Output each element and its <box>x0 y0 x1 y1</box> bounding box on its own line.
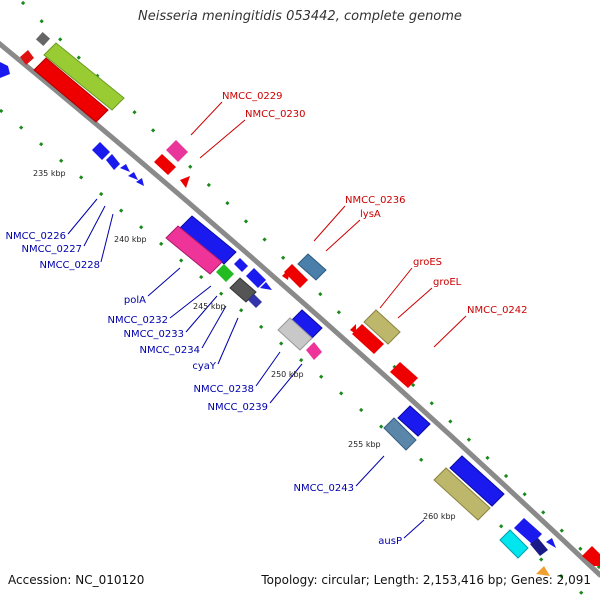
map-title: Neisseria meningitidis 053442, complete … <box>138 9 462 24</box>
leader-groES <box>379 267 413 309</box>
forward-gene-labels: NMCC_0229 NMCC_0230 NMCC_0236 lysA groES… <box>222 91 528 316</box>
leader-0228 <box>100 213 114 263</box>
reverse-strand-genes <box>0 62 556 576</box>
gene-silver-0238 <box>277 317 313 351</box>
gene-red-arrow-small <box>180 176 190 188</box>
gene-grey-top <box>35 31 51 47</box>
leader-groEL <box>397 287 433 319</box>
gene-blue-bottom-b <box>546 538 556 548</box>
gene-khaki-ausP <box>433 467 491 521</box>
leader-0234 <box>201 305 227 349</box>
gene-blue-0228a <box>120 164 130 172</box>
gene-label-forward: NMCC_0242 <box>467 305 528 316</box>
leader-0238 <box>255 351 281 387</box>
gene-label-reverse: NMCC_0233 <box>123 329 184 340</box>
gene-red-long <box>33 57 109 123</box>
leader-0233 <box>185 295 218 333</box>
reverse-leader-lines <box>67 198 425 539</box>
leader-0226 <box>67 198 98 235</box>
gene-green-long <box>43 42 125 111</box>
genome-backbone <box>0 40 600 578</box>
tick-label: 235 kbp <box>33 169 66 178</box>
gene-label-reverse: NMCC_0232 <box>107 315 168 326</box>
gene-red-bottom <box>582 546 600 566</box>
leader-ausP <box>403 519 425 539</box>
gene-blue-0226 <box>92 142 110 160</box>
leader-0239 <box>269 363 303 404</box>
leader-0232 <box>169 285 212 319</box>
gene-pink-0229 <box>166 140 188 162</box>
gene-label-forward: NMCC_0229 <box>222 91 283 102</box>
gene-label-reverse: NMCC_0228 <box>39 260 100 271</box>
leader-0227 <box>83 205 106 247</box>
reverse-gene-labels: NMCC_0226 NMCC_0227 NMCC_0228 polA NMCC_… <box>5 231 402 547</box>
gene-blue-0228c <box>136 178 144 186</box>
gene-red-arrow-236b <box>282 268 290 280</box>
gene-blue-ausP <box>449 455 505 507</box>
gene-blue-bottom-a <box>514 518 542 544</box>
gene-red-0242 <box>390 362 418 388</box>
tick-label: 245 kbp <box>193 302 226 311</box>
gene-blue-cyaY <box>260 282 272 290</box>
gene-red-0236 <box>284 264 308 288</box>
gene-green-0232 <box>216 264 234 282</box>
gene-label-reverse: NMCC_0239 <box>207 402 268 413</box>
gene-cyan-bottom <box>499 529 529 559</box>
gene-label-forward: groES <box>413 257 442 268</box>
gene-steel-0243 <box>383 417 417 451</box>
gene-navy-cyaY <box>248 294 262 308</box>
gene-magenta-polA <box>165 225 223 275</box>
gene-label-reverse: polA <box>124 295 146 306</box>
tick-labels: 235 kbp 240 kbp 245 kbp 250 kbp 255 kbp … <box>33 169 456 521</box>
gene-label-forward: lysA <box>360 209 381 220</box>
gene-label-reverse: NMCC_0238 <box>193 384 254 395</box>
gene-red-small-top <box>20 50 34 65</box>
tick-label: 250 kbp <box>271 370 304 379</box>
gene-darkgrey-0234 <box>229 277 257 303</box>
leader-0229 <box>190 101 223 136</box>
gene-blue-left-edge <box>0 62 10 78</box>
gene-label-reverse: NMCC_0243 <box>293 483 354 494</box>
guide-ring-inner <box>0 108 591 600</box>
gene-khaki-groEL <box>363 309 401 345</box>
gene-blue-0228b <box>128 172 138 180</box>
accession-label: Accession: NC_010120 <box>8 573 145 587</box>
gene-red-groES <box>352 324 384 354</box>
gene-orange-bottom <box>536 566 550 576</box>
gene-label-reverse: cyaY <box>192 361 217 372</box>
gene-label-reverse: NMCC_0227 <box>21 244 82 255</box>
tick-label: 240 kbp <box>114 235 147 244</box>
leader-0242 <box>433 315 467 348</box>
gene-red-arrow-groES <box>350 324 356 334</box>
topology-label: Topology: circular; Length: 2,153,416 bp… <box>261 573 591 587</box>
gene-blue-0227 <box>106 154 120 170</box>
leader-0236 <box>313 205 346 242</box>
gene-steel-lysA <box>297 253 327 281</box>
gene-red-0230 <box>154 154 176 175</box>
gene-blue-0243 <box>397 405 431 437</box>
leader-polA <box>147 267 181 297</box>
gene-label-reverse: NMCC_0234 <box>139 345 200 356</box>
forward-strand-genes <box>20 31 600 566</box>
gene-pink-0239 <box>306 342 322 360</box>
gene-label-forward: groEL <box>433 277 462 288</box>
forward-leader-lines <box>190 101 467 348</box>
leader-0243 <box>355 455 385 487</box>
tick-label: 260 kbp <box>423 512 456 521</box>
gene-label-forward: NMCC_0230 <box>245 109 306 120</box>
leader-0230 <box>199 119 246 159</box>
gene-blue-0233b <box>246 268 266 288</box>
gene-blue-0233 <box>234 258 248 272</box>
gene-label-reverse: ausP <box>378 536 402 547</box>
gene-label-reverse: NMCC_0226 <box>5 231 66 242</box>
leader-cyaY <box>217 317 239 365</box>
gene-navy-bottom <box>530 538 548 556</box>
leader-lysA <box>325 219 361 252</box>
tick-label: 255 kbp <box>348 440 381 449</box>
gene-label-forward: NMCC_0236 <box>345 195 406 206</box>
